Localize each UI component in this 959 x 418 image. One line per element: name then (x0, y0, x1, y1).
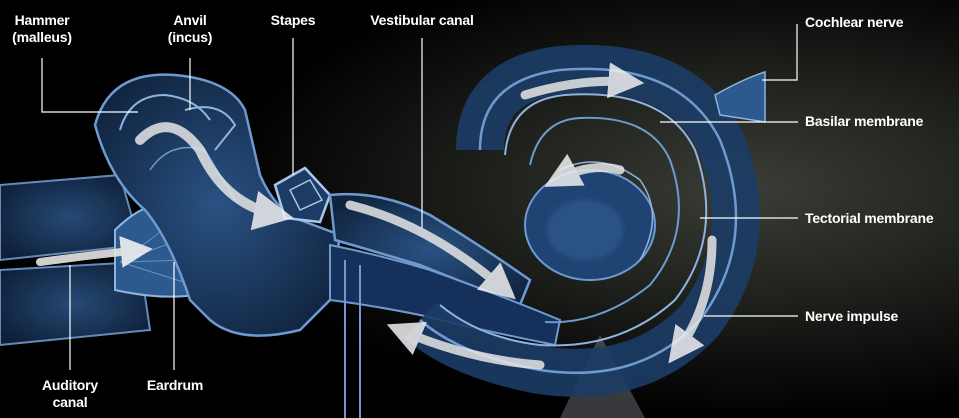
label-auditory-canal-line2: canal (34, 394, 106, 411)
label-hammer-line1: Hammer (10, 12, 74, 29)
label-tectorial-membrane: Tectorial membrane (805, 210, 933, 227)
label-basilar-membrane: Basilar membrane (805, 113, 923, 130)
label-eardrum: Eardrum (140, 377, 210, 394)
label-anvil-line1: Anvil (158, 12, 222, 29)
label-anvil: Anvil (incus) (158, 12, 222, 46)
label-hammer-line2: (malleus) (10, 29, 74, 46)
label-stapes: Stapes (258, 12, 328, 29)
label-auditory-canal-line1: Auditory (34, 377, 106, 394)
label-cochlear-nerve: Cochlear nerve (805, 14, 903, 31)
label-anvil-line2: (incus) (158, 29, 222, 46)
label-nerve-impulse: Nerve impulse (805, 308, 898, 325)
label-auditory-canal: Auditory canal (34, 377, 106, 411)
label-vestibular-canal: Vestibular canal (352, 12, 492, 29)
label-hammer: Hammer (malleus) (10, 12, 74, 46)
